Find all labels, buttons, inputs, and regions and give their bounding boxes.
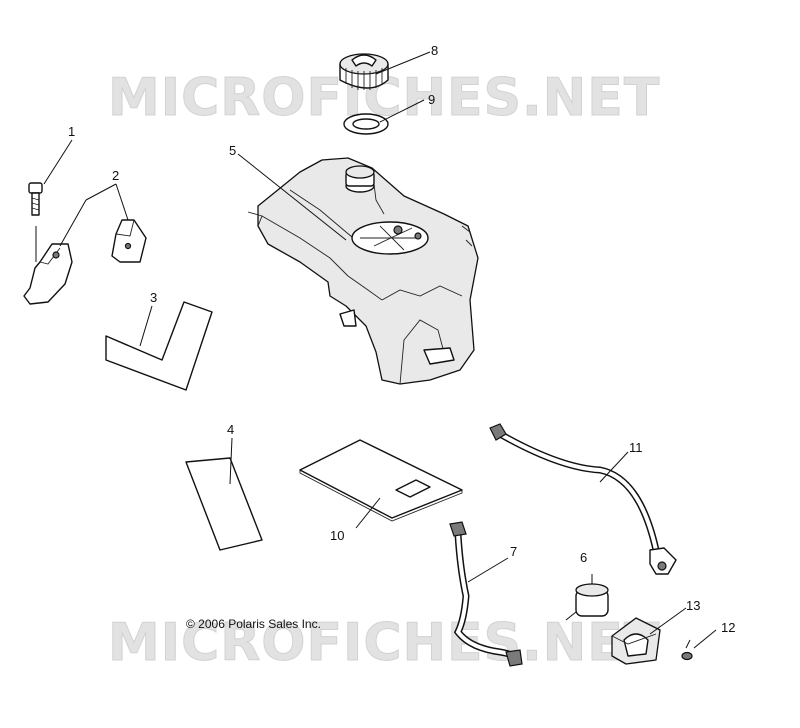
callout-1: 1 bbox=[68, 124, 75, 139]
fuel-line-part bbox=[489, 423, 677, 575]
fuel-line-part-7 bbox=[449, 521, 523, 667]
copyright-text: © 2006 Polaris Sales Inc. bbox=[186, 617, 321, 631]
bolt-part bbox=[28, 182, 43, 262]
callout-2: 2 bbox=[112, 168, 119, 183]
callout-7: 7 bbox=[510, 544, 517, 559]
callout-3: 3 bbox=[150, 290, 157, 305]
callout-8: 8 bbox=[431, 43, 438, 58]
bracket-part-left bbox=[23, 243, 73, 305]
fuel-cap-part bbox=[339, 53, 389, 90]
panel-part-4 bbox=[185, 457, 263, 551]
callout-10: 10 bbox=[330, 528, 344, 543]
fuel-tank-part bbox=[247, 157, 479, 385]
callout-5: 5 bbox=[229, 143, 236, 158]
callout-9: 9 bbox=[428, 92, 435, 107]
callout-4: 4 bbox=[227, 422, 234, 437]
fuel-filter-part bbox=[565, 574, 609, 621]
screw-part bbox=[681, 639, 693, 661]
gasket-part bbox=[343, 113, 389, 135]
pad-part bbox=[105, 301, 213, 391]
callout-13: 13 bbox=[686, 598, 700, 613]
callout-12: 12 bbox=[721, 620, 735, 635]
callout-11: 11 bbox=[629, 440, 643, 455]
leader-lines bbox=[43, 51, 717, 649]
callout-6: 6 bbox=[580, 550, 587, 565]
filter-clamp-part bbox=[611, 617, 661, 665]
bracket-part-right bbox=[111, 219, 147, 263]
watermark-bottom: MICROFICHES.NET bbox=[108, 613, 660, 673]
foam-sheet-part bbox=[299, 439, 463, 522]
